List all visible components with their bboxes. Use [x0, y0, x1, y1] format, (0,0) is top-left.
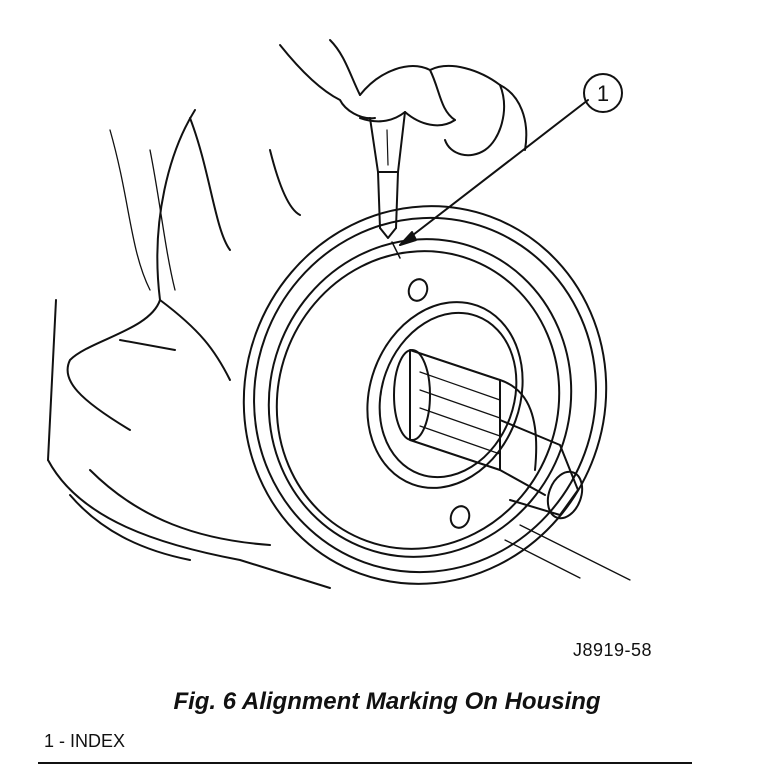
technical-illustration: 1: [47, 39, 631, 589]
legend-item: 1 - INDEX: [44, 731, 126, 751]
figure-id: J8919-58: [573, 640, 653, 660]
callout-index: 1: [399, 73, 623, 246]
end-housing: [242, 205, 608, 585]
figure-caption: Fig. 6 Alignment Marking On Housing: [173, 688, 601, 715]
divider: [38, 762, 692, 764]
hand: [279, 39, 528, 157]
center-punch: [369, 111, 406, 239]
transfer-case-housing: [47, 109, 331, 589]
callout-number: 1: [597, 81, 609, 106]
output-shaft: [393, 349, 631, 581]
